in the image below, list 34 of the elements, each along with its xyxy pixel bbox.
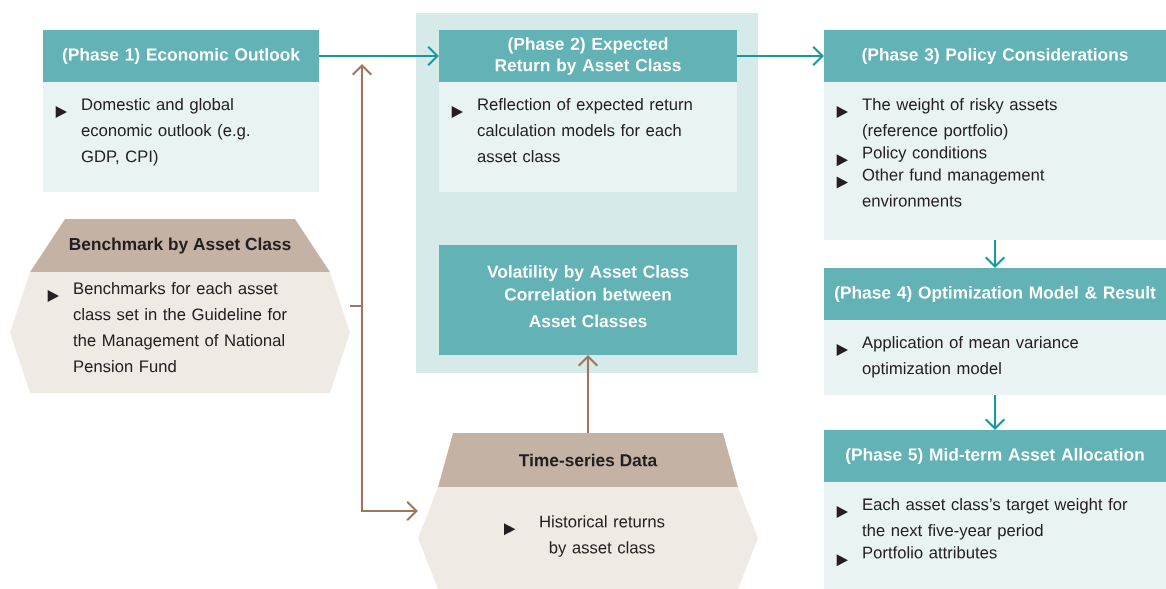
- bullet-text: Benchmarks for each asset class set in the Guideline for the Management of National Pension Fund: [73, 282, 287, 373]
- arrow: [737, 45, 824, 67]
- phase-box: [43, 30, 319, 192]
- header-text: (Phase 4) Optimization Model & Result: [835, 285, 1156, 303]
- bullet-text: Portfolio attributes: [863, 546, 997, 559]
- bullet-text: Other fund management environments: [862, 168, 1045, 207]
- bullet-text: The weight of risky assets (reference portfolio): [862, 98, 1057, 140]
- process-box: [439, 245, 737, 355]
- phase-box: [824, 430, 1166, 589]
- bullet-text: Domestic and global economic outlook (e.g. GDP, CPI): [81, 98, 249, 166]
- header-text: (Phase 2) Expected Return by Asset Class: [495, 37, 681, 75]
- phase-box: [439, 30, 737, 192]
- hexagon-box: [10, 219, 350, 393]
- phase-box: [824, 268, 1166, 395]
- arrow: [984, 395, 1006, 430]
- arrow: [577, 355, 599, 433]
- header-text: (Phase 1) Economic Outlook: [62, 47, 300, 65]
- arrow: [350, 64, 373, 308]
- bullet-text: Each asset class’s target weight for the next five-year period: [862, 498, 1128, 540]
- header-text: (Phase 5) Mid-term Asset Allocation: [846, 447, 1144, 465]
- bullet-text: Historical returns by asset class: [540, 515, 665, 557]
- bullet-text: Reflection of expected return calculation models for each asset class: [477, 98, 692, 163]
- phase-box: [824, 30, 1166, 240]
- hexagon-box: [418, 433, 758, 589]
- box-text: Volatility by Asset Class: [487, 265, 689, 282]
- header-text: Benchmark by Asset Class: [69, 237, 291, 254]
- arrow: [319, 45, 439, 67]
- box-text: Correlation between Asset Classes: [504, 287, 671, 328]
- bullet-text: Application of mean variance optimization model: [862, 336, 1078, 378]
- header-text: (Phase 3) Policy Considerations: [862, 47, 1128, 65]
- bullet-text: Policy conditions: [863, 146, 987, 162]
- arrow: [350, 304, 418, 522]
- arrow: [984, 240, 1006, 268]
- header-text: Time-series Data: [519, 453, 658, 467]
